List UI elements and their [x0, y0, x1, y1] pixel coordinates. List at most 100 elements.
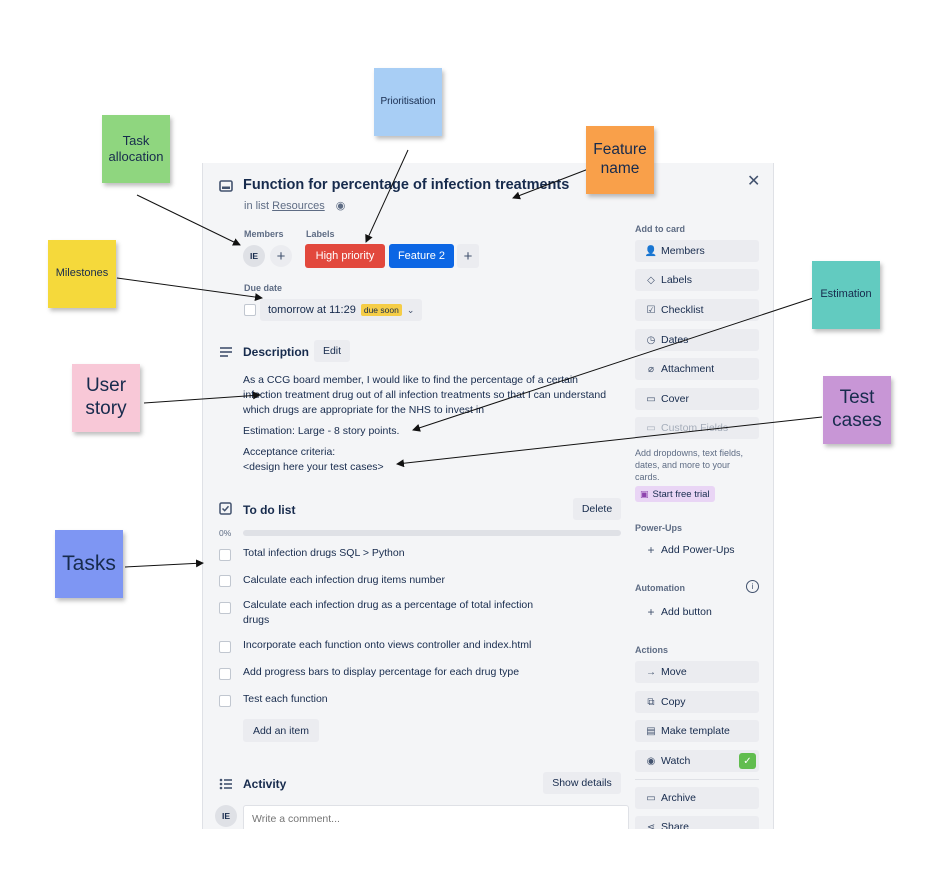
- description-line: infection treatment drug out of all infe…: [243, 389, 607, 401]
- arrow-estimation: [412, 297, 814, 432]
- sticky-tasks: Tasks: [55, 530, 123, 598]
- sidebar-labels-button[interactable]: ◇ Labels: [635, 269, 759, 291]
- cover-icon: ▭: [646, 393, 656, 405]
- progress-bar: [243, 530, 621, 536]
- sidebar-make-template-button[interactable]: ▤Make template: [635, 720, 759, 742]
- todo-item-line: drugs: [243, 614, 270, 626]
- show-details-button[interactable]: Show details: [543, 772, 621, 794]
- due-date-label: Due date: [244, 283, 283, 293]
- todo-item-line: Calculate each infection drug as a perce…: [243, 599, 534, 611]
- sidebar-checklist-button[interactable]: ☑ Checklist: [635, 299, 759, 321]
- copy-icon: ⧉: [647, 696, 655, 708]
- checklist-icon: [219, 502, 232, 520]
- info-icon[interactable]: i: [746, 580, 759, 593]
- person-icon: 👤: [644, 245, 658, 257]
- share-icon: ⋖: [646, 821, 656, 830]
- sticky-feature-name: Feature name: [586, 126, 654, 194]
- due-date-value: tomorrow at 11:29: [268, 304, 356, 316]
- add-member-button[interactable]: +: [270, 245, 292, 267]
- list-link[interactable]: Resources: [272, 200, 325, 212]
- todo-checkbox[interactable]: [219, 668, 231, 680]
- activity-title: Activity: [243, 777, 287, 791]
- sidebar-button-label: Share: [661, 821, 690, 829]
- sidebar-archive-button[interactable]: ▭Archive: [635, 787, 759, 809]
- sidebar-button-label: Dates: [661, 334, 689, 346]
- labels-label: Labels: [306, 229, 335, 239]
- todo-item[interactable]: Test each function: [243, 693, 328, 705]
- todo-item[interactable]: Calculate each infection drug as a perce…: [243, 598, 573, 628]
- eye-icon[interactable]: ◉: [335, 200, 346, 212]
- sidebar-attachment-button[interactable]: ⌀Attachment: [635, 358, 759, 380]
- progress-percent: 0%: [219, 528, 232, 538]
- sidebar-button-label: Add button: [661, 606, 712, 618]
- sidebar-move-button[interactable]: →Move: [635, 661, 759, 683]
- sticky-task-allocation: Task allocation: [102, 115, 170, 183]
- in-list-prefix: in list: [244, 200, 270, 212]
- sidebar-button-label: Attachment: [661, 363, 715, 375]
- card-title[interactable]: Function for percentage of infection tre…: [243, 177, 570, 193]
- watch-check-icon: ✓: [739, 753, 756, 769]
- add-label-button[interactable]: +: [457, 244, 479, 268]
- sidebar-share-button[interactable]: ⋖ Share: [635, 816, 759, 829]
- add-automation-button[interactable]: +Add button: [635, 601, 759, 623]
- sidebar-divider: [635, 779, 759, 780]
- label-feature-2[interactable]: Feature 2: [389, 244, 454, 268]
- todo-item[interactable]: Total infection drugs SQL > Python: [243, 547, 405, 559]
- close-icon[interactable]: ✕: [747, 173, 761, 190]
- arrow-prioritisation: [365, 149, 409, 243]
- avatar[interactable]: IE: [243, 245, 265, 267]
- comment-input[interactable]: [243, 805, 629, 829]
- start-free-trial-button[interactable]: ▣ Start free trial: [635, 486, 715, 502]
- arrow-right-icon: →: [646, 666, 656, 678]
- sidebar-copy-button[interactable]: ⧉Copy: [635, 691, 759, 713]
- delete-checklist-button[interactable]: Delete: [573, 498, 621, 520]
- tag-icon: ◇: [647, 274, 655, 286]
- description-line: which drugs are appropriate for the NHS …: [243, 404, 485, 416]
- automation-heading: Automation: [635, 583, 685, 593]
- todo-item[interactable]: Calculate each infection drug items numb…: [243, 574, 445, 586]
- sidebar-button-label: Custom Fields: [661, 422, 729, 434]
- edit-description-button[interactable]: Edit: [314, 340, 350, 362]
- todo-checkbox[interactable]: [219, 602, 231, 614]
- activity-icon: [219, 777, 233, 795]
- todo-title: To do list: [243, 503, 296, 517]
- todo-item[interactable]: Add progress bars to display percentage …: [243, 666, 520, 678]
- sidebar-button-label: Watch: [661, 755, 691, 767]
- sticky-prioritisation: Prioritisation: [374, 68, 442, 136]
- clock-icon: ◷: [646, 334, 656, 346]
- sidebar-dates-button[interactable]: ◷ Dates: [635, 329, 759, 351]
- sidebar-members-button[interactable]: 👤Members: [635, 240, 759, 262]
- todo-checkbox[interactable]: [219, 695, 231, 707]
- acceptance-body: <design here your test cases>: [243, 461, 384, 473]
- label-high-priority[interactable]: High priority: [305, 244, 385, 268]
- sidebar-custom-fields-button[interactable]: ▭Custom Fields: [635, 417, 759, 439]
- arrow-milestones: [116, 277, 263, 302]
- comment-avatar: IE: [215, 805, 237, 827]
- sidebar-button-label: Labels: [661, 274, 692, 286]
- add-powerups-button[interactable]: +Add Power-Ups: [635, 539, 759, 561]
- acceptance-title: Acceptance criteria:: [243, 446, 336, 458]
- todo-item[interactable]: Incorporate each function onto views con…: [243, 639, 532, 651]
- trial-icon: ▣: [640, 488, 649, 499]
- description-body[interactable]: As a CCG board member, I would like to f…: [243, 373, 633, 475]
- custom-fields-note: Add dropdowns, text fields, dates, and m…: [635, 447, 743, 483]
- todo-checkbox[interactable]: [219, 575, 231, 587]
- due-complete-checkbox[interactable]: [244, 304, 256, 316]
- add-item-button[interactable]: Add an item: [243, 719, 319, 742]
- due-date-button[interactable]: tomorrow at 11:29 due soon ⌄: [260, 299, 423, 321]
- sidebar-watch-button[interactable]: ◉Watch ✓: [635, 750, 759, 772]
- note-line: cards.: [635, 472, 660, 482]
- description-title: Description: [243, 345, 310, 359]
- trial-label: Start free trial: [652, 488, 710, 500]
- todo-checkbox[interactable]: [219, 549, 231, 561]
- todo-checkbox[interactable]: [219, 641, 231, 653]
- sidebar-cover-button[interactable]: ▭Cover: [635, 388, 759, 410]
- sidebar-button-label: Checklist: [661, 304, 704, 316]
- members-label: Members: [244, 229, 284, 239]
- sticky-estimation: Estimation: [812, 261, 880, 329]
- card-icon: [219, 179, 233, 197]
- sticky-milestones: Milestones: [48, 240, 116, 308]
- checklist-icon: ☑: [646, 304, 656, 316]
- sticky-test-cases: Test cases: [823, 376, 891, 444]
